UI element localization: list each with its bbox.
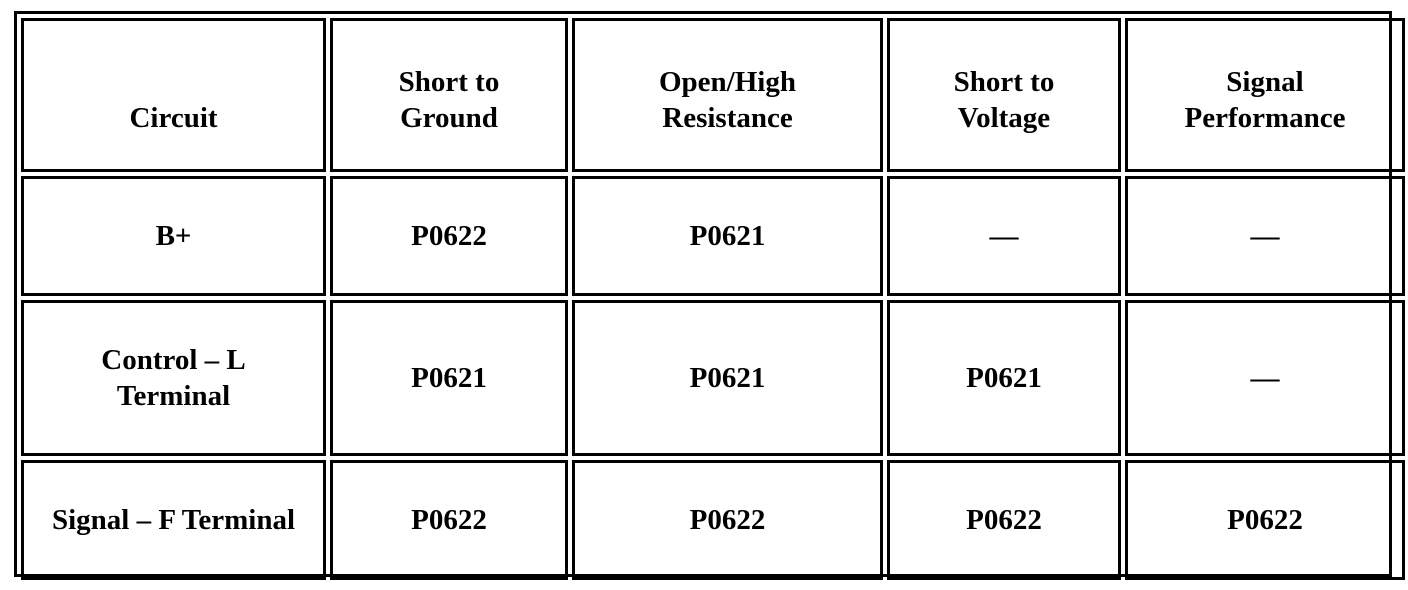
table-cell-signal-short-to-ground: P0622 <box>330 460 568 580</box>
table-cell-control-signal-performance: — <box>1125 300 1405 456</box>
header-signal-performance: Signal Performance <box>1125 18 1405 172</box>
header-open-high-resistance: Open/High Resistance <box>572 18 883 172</box>
table-cell-signal-short-to-voltage: P0622 <box>887 460 1121 580</box>
table-cell-signal-signal-performance: P0622 <box>1125 460 1405 580</box>
table-cell-control-short-to-voltage: P0621 <box>887 300 1121 456</box>
header-circuit-label: Circuit <box>129 102 218 134</box>
table-cell-b-plus-circuit: B+ <box>21 176 326 296</box>
table-cell-b-plus-short-to-ground: P0622 <box>330 176 568 296</box>
dtc-table: Circuit Short to Ground Open/High Resist… <box>14 11 1405 580</box>
header-short-to-ground: Short to Ground <box>330 18 568 172</box>
header-short-to-ground-label: Short to Ground <box>398 66 500 134</box>
table-cell-b-plus-signal-performance: — <box>1125 176 1405 296</box>
dtc-table-grid: Circuit Short to Ground Open/High Resist… <box>21 18 1405 580</box>
table-cell-signal-open-high-resistance: P0622 <box>572 460 883 580</box>
header-signal-performance-label: Signal Performance <box>1184 66 1346 134</box>
header-short-to-voltage: Short to Voltage <box>887 18 1121 172</box>
table-cell-b-plus-open-high-resistance: P0621 <box>572 176 883 296</box>
table-cell-b-plus-short-to-voltage: — <box>887 176 1121 296</box>
header-circuit: Circuit <box>21 18 326 172</box>
header-open-high-resistance-label: Open/High Resistance <box>659 66 796 134</box>
table-cell-control-circuit: Control – L Terminal <box>21 300 326 456</box>
table-cell-signal-circuit: Signal – F Terminal <box>21 460 326 580</box>
header-short-to-voltage-label: Short to Voltage <box>953 66 1055 134</box>
table-cell-control-short-to-ground: P0621 <box>330 300 568 456</box>
table-cell-control-open-high-resistance: P0621 <box>572 300 883 456</box>
